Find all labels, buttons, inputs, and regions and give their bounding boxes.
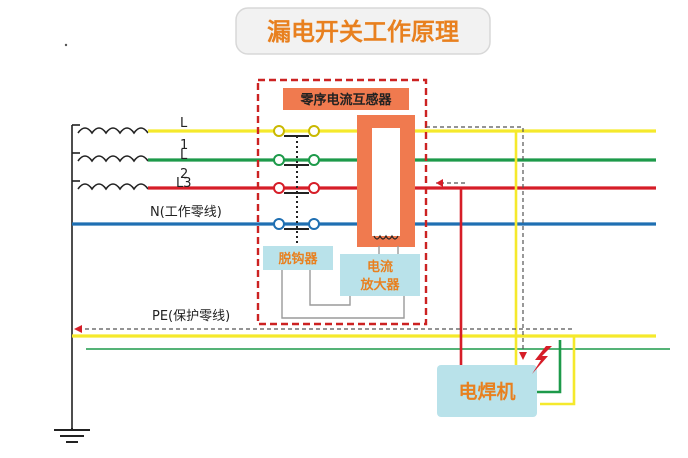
phase-labels: L 1 L 2 L3 N(工作零线) PE(保护零线) (150, 116, 230, 324)
amp-label-line1: 电流 (367, 259, 393, 275)
breaker-enclosure (256, 78, 428, 326)
welder-wiring (459, 131, 576, 406)
neutral-label: N(工作零线) (150, 205, 222, 220)
ct-label: 零序电流互感器 (299, 92, 392, 108)
phase-l2-label: L (180, 148, 188, 163)
pe-label: PE(保护零线) (152, 309, 230, 324)
trip-device: 脱钩器 (263, 246, 333, 270)
welder-box: 电焊机 (437, 365, 537, 417)
lightning-bolt-icon (532, 346, 552, 374)
phase-l3-label: L3 (176, 176, 192, 191)
trip-label: 脱钩器 (278, 251, 318, 267)
phase-2-label: 2 (180, 167, 188, 182)
ct-core (357, 115, 415, 247)
coil-icon (71, 124, 149, 428)
current-amplifier: 电流 放大器 (340, 254, 420, 296)
page-title: 漏电开关工作原理 (267, 18, 459, 46)
ground-icon (54, 428, 90, 443)
stray-dot (64, 43, 68, 47)
ct-label-box: 零序电流互感器 (283, 88, 409, 110)
arrow-heads (74, 179, 527, 360)
control-wiring (281, 246, 405, 319)
amp-label-line2: 放大器 (359, 277, 400, 293)
welder-label: 电焊机 (458, 380, 515, 403)
phase-1-label: 1 (180, 138, 188, 153)
switch-contacts (273, 125, 320, 246)
phase-l-label: L (180, 116, 188, 131)
title-banner: 漏电开关工作原理 (235, 7, 491, 55)
